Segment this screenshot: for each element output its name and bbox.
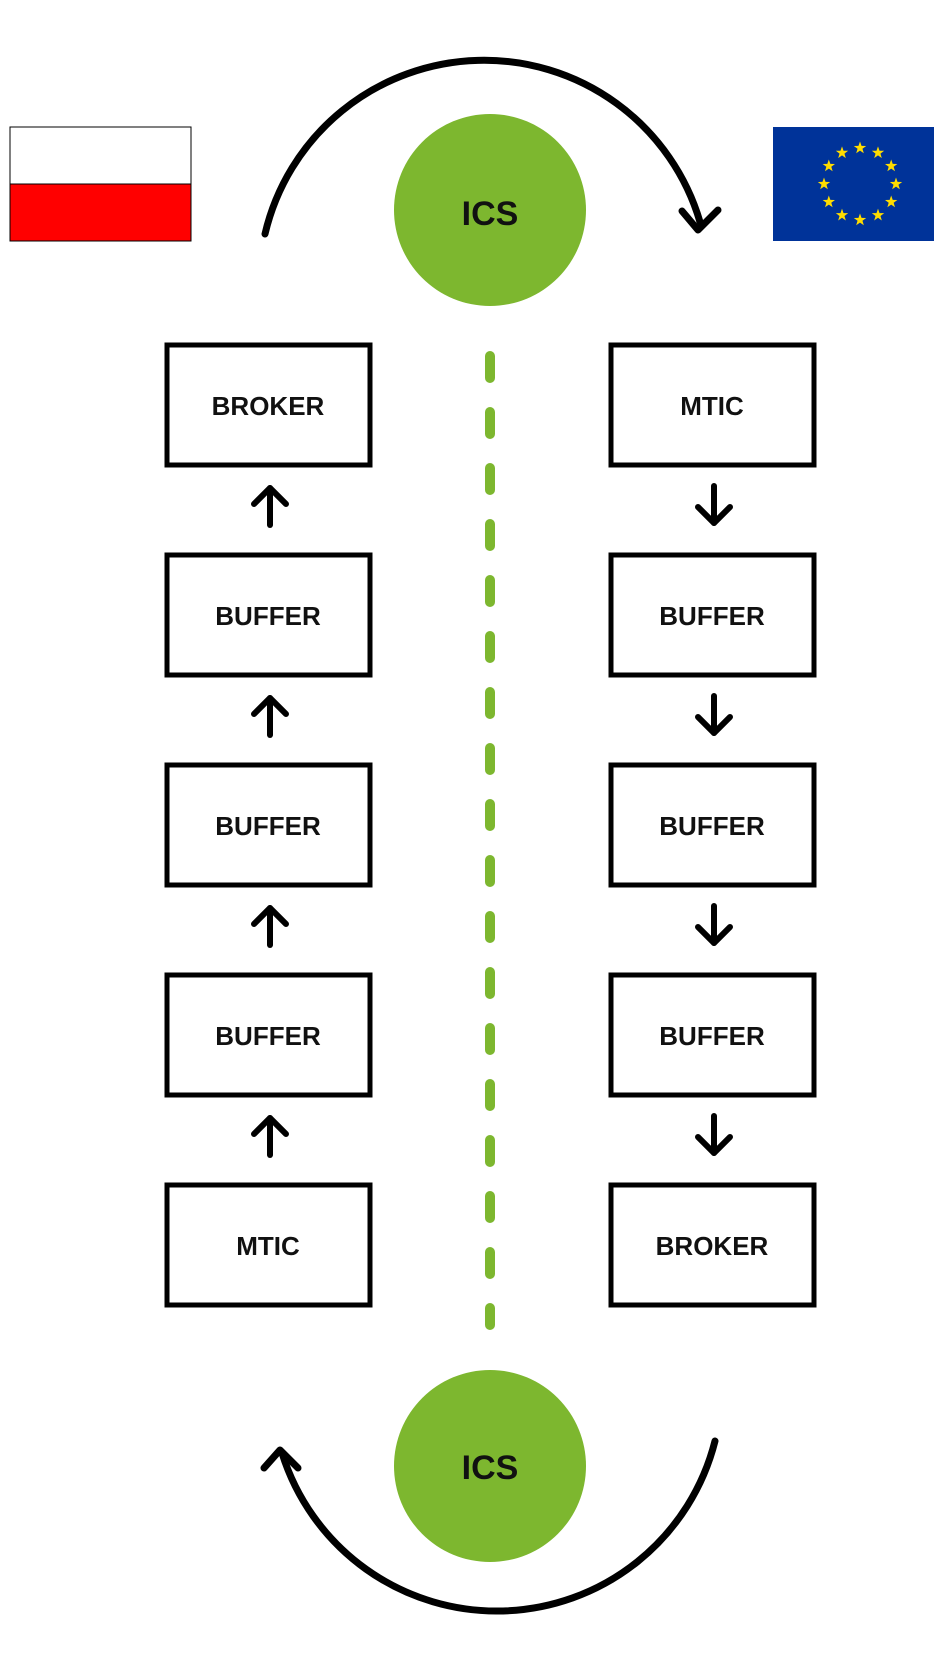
- eu-star-icon: [853, 141, 867, 154]
- eu-flag: [773, 127, 934, 241]
- left-box: BUFFER: [164, 762, 373, 888]
- down-arrow-icon: [695, 903, 733, 946]
- top-ics-node: ICS: [394, 114, 586, 306]
- down-arrow-icon: [695, 693, 733, 736]
- eu-star-icon: [822, 195, 835, 208]
- right-box-label: MTIC: [680, 391, 744, 421]
- up-arrow-icon: [251, 905, 289, 948]
- down-arrow-icon: [695, 483, 733, 526]
- eu-star-icon: [835, 208, 849, 221]
- up-arrow-icon: [251, 485, 289, 528]
- top-flow-arc: [261, 56, 704, 238]
- left-box: BUFFER: [164, 552, 373, 678]
- right-box-label: BUFFER: [659, 811, 765, 841]
- eu-star-icon: [885, 159, 898, 172]
- right-box-label: BUFFER: [659, 601, 765, 631]
- eu-star-icon: [853, 213, 867, 226]
- bottom-arc-arrowhead: [260, 1446, 302, 1472]
- right-box-label: BUFFER: [659, 1021, 765, 1051]
- left-box-label: BUFFER: [215, 1021, 321, 1051]
- left-box-label: BUFFER: [215, 811, 321, 841]
- right-box: MTIC: [608, 342, 817, 468]
- right-box: BUFFER: [608, 972, 817, 1098]
- left-box: BUFFER: [164, 972, 373, 1098]
- bottom-ics-label: ICS: [462, 1449, 519, 1487]
- top-ics-label: ICS: [462, 195, 519, 233]
- right-box-label: BROKER: [656, 1231, 769, 1261]
- down-arrow-icon: [695, 1113, 733, 1156]
- left-column: BROKER BUFFER BUFFER BUFFER MTIC: [164, 342, 373, 1308]
- up-arrow-icon: [251, 695, 289, 738]
- left-box: MTIC: [164, 1182, 373, 1308]
- top-arc-arrowhead: [678, 206, 722, 234]
- left-box-label: BROKER: [212, 391, 325, 421]
- right-box: BROKER: [608, 1182, 817, 1308]
- eu-star-icon: [885, 195, 898, 208]
- eu-star-icon: [871, 146, 885, 159]
- bottom-flow-arc: [278, 1437, 719, 1615]
- right-box: BUFFER: [608, 552, 817, 678]
- right-box: BUFFER: [608, 762, 817, 888]
- left-box-label: MTIC: [236, 1231, 300, 1261]
- eu-star-icon: [835, 146, 849, 159]
- eu-star-icon: [889, 177, 903, 190]
- left-box-label: BUFFER: [215, 601, 321, 631]
- eu-star-icon: [822, 159, 835, 172]
- left-box: BROKER: [164, 342, 373, 468]
- eu-stars-icon: [817, 141, 903, 226]
- up-arrow-icon: [251, 1115, 289, 1158]
- bottom-ics-node: ICS: [394, 1370, 586, 1562]
- eu-star-icon: [871, 208, 885, 221]
- right-column: MTIC BUFFER BUFFER BUFFER BROKER: [608, 342, 817, 1308]
- poland-flag: [9, 126, 192, 242]
- eu-star-icon: [817, 177, 831, 190]
